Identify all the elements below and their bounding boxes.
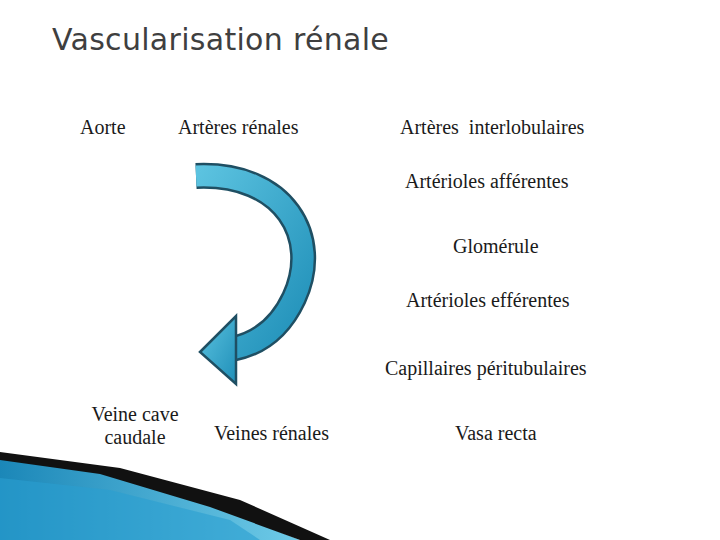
- vessel-label: Glomérule: [453, 235, 539, 258]
- vessel-label: Aorte: [80, 116, 126, 139]
- corner-swoosh: [0, 452, 330, 540]
- vessel-label: Vasa recta: [455, 422, 537, 445]
- vessel-label: Veine cave caudale: [76, 403, 194, 449]
- curved-arrow: [196, 176, 303, 384]
- vessel-label: Artères rénales: [178, 116, 299, 139]
- vessel-label: Artères interlobulaires: [400, 116, 584, 139]
- slide-title: Vascularisation rénale: [52, 22, 389, 57]
- vessel-label: Capillaires péritubulaires: [385, 357, 587, 380]
- vessel-label: Artérioles afférentes: [405, 170, 568, 193]
- vessel-label: Veines rénales: [214, 422, 329, 445]
- vessel-label: Artérioles efférentes: [406, 289, 569, 312]
